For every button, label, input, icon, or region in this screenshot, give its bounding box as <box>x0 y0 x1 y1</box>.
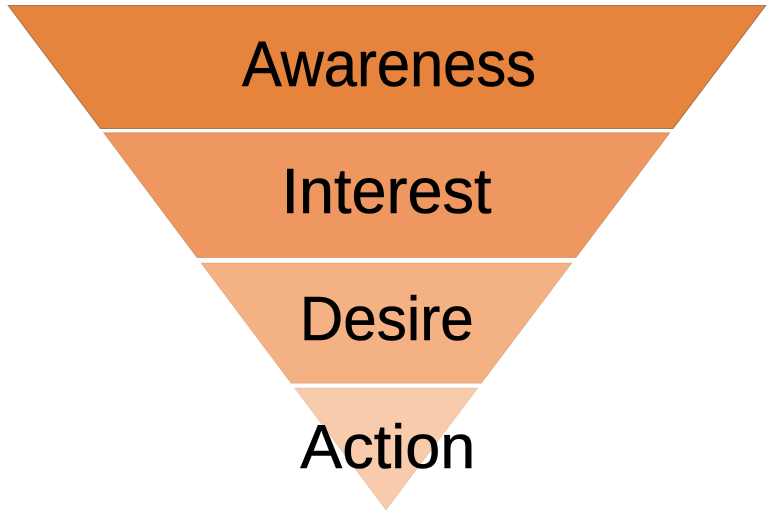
svg-text:Interest: Interest <box>282 155 492 227</box>
svg-text:Action: Action <box>300 413 475 482</box>
svg-text:Awareness: Awareness <box>242 28 536 100</box>
svg-text:Desire: Desire <box>300 285 474 354</box>
